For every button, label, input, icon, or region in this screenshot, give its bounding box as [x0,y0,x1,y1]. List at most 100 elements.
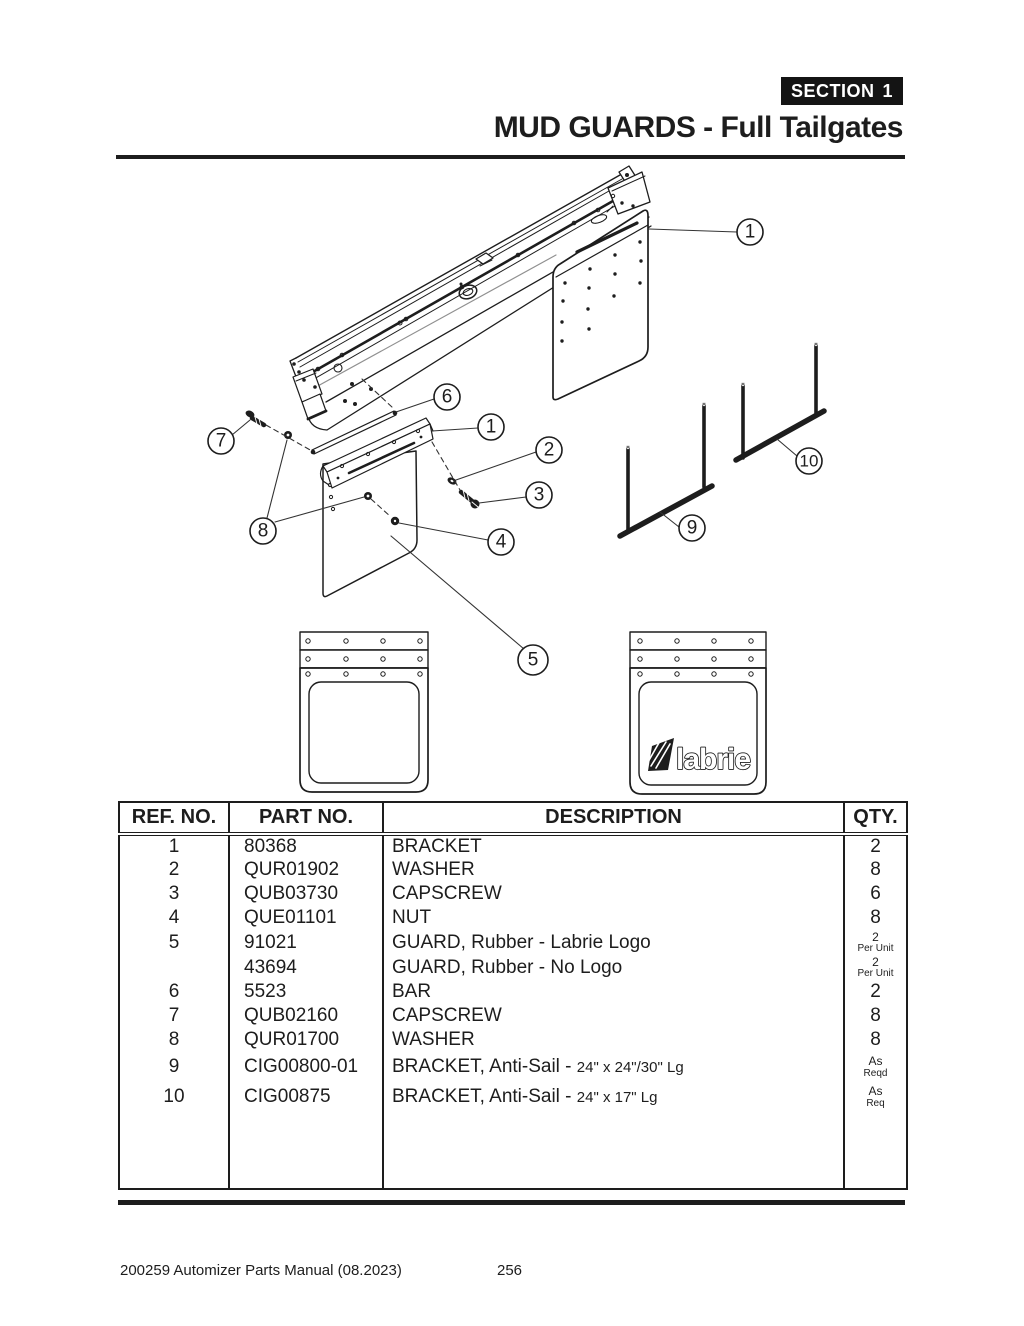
ref-cell: 5 [118,930,230,955]
desc-cell: CAPSCREW [382,1004,845,1028]
table-row: 9 CIG00800-01 BRACKET, Anti-Sail - 24" x… [118,1052,908,1082]
qty-value: As [868,1054,883,1069]
bottom-rule [118,1200,905,1205]
empty-cell [118,1112,230,1189]
ref-cell: 1 [118,834,230,858]
part-cell: QUB02160 [228,1004,384,1028]
washer-8a-drawing [284,431,292,439]
svg-text:1: 1 [486,417,497,438]
parts-diagram: labrie 1 6 [207,165,827,795]
svg-text:2: 2 [544,440,555,461]
table-row: 10 CIG00875 BRACKET, Anti-Sail - 24" x 1… [118,1082,908,1112]
qty-cell: 8 [843,906,908,930]
exploded-mudflap-assembly [245,378,480,598]
desc-cell: BAR [382,980,845,1004]
tailgate-corner-bracket [607,165,651,215]
installed-mudflap-drawing [552,209,649,401]
mudflap-front-plain [299,631,429,793]
callouts: 1 6 1 7 2 3 8 [207,218,823,676]
part-cell: QUE01101 [228,906,384,930]
svg-text:5: 5 [528,650,539,671]
qty-cell: As Req [843,1082,908,1112]
table-row: 1 80368 BRACKET 2 [118,834,908,858]
callout-2: 2 [535,436,563,464]
installed-flap-bolts [560,240,643,343]
washer-2-drawing [447,477,457,485]
svg-text:9: 9 [687,518,698,539]
table-row: 6 5523 BAR 2 [118,980,908,1004]
part-cell: QUB03730 [228,882,384,906]
part-cell: CIG00875 [228,1082,384,1112]
part-cell: 91021 [228,930,384,955]
panel-hole [333,363,343,373]
header-part-no: PART NO. [228,802,384,836]
qty-cell: 2 Per Unit [843,930,908,955]
assembly-axis-lines [265,378,461,518]
callout-1: 1 [477,413,505,441]
rubber-guard-drawing [322,450,418,598]
header-description: DESCRIPTION [382,802,845,836]
ref-cell: 8 [118,1028,230,1052]
part-cell: QUR01700 [228,1028,384,1052]
qty-unit: Per Unit [857,943,894,955]
desc-cell: GUARD, Rubber - Labrie Logo [382,930,845,955]
desc-cell: NUT [382,906,845,930]
desc-size: 24" x 24"/30" Lg [576,1059,684,1077]
svg-text:8: 8 [258,521,269,542]
section-number: 1 [882,80,893,101]
callout-10: 10 [795,447,823,475]
table-row: 7 QUB02160 CAPSCREW 8 [118,1004,908,1028]
table-row: 5 91021 GUARD, Rubber - Labrie Logo 2 Pe… [118,930,908,955]
footer-manual-info: 200259 Automizer Parts Manual (08.2023) [120,1262,402,1279]
tailgate-frame-drawing [289,165,652,431]
qty-cell: 8 [843,1028,908,1052]
ref-cell: 7 [118,1004,230,1028]
callout-6: 6 [433,383,461,411]
bar-drawing [310,410,398,455]
qty-cell: 8 [843,1004,908,1028]
callout-7: 7 [207,427,235,455]
washer-8b-drawing [364,492,372,500]
qty-cell: As Reqd [843,1052,908,1082]
part-cell: 80368 [228,834,384,858]
qty-unit: Per Unit [857,968,894,980]
desc-cell: WASHER [382,858,845,882]
callout-9: 9 [678,514,706,542]
lift-ring [458,284,478,300]
qty-cell: 8 [843,858,908,882]
ref-cell: 9 [118,1052,230,1082]
title-rule [116,155,905,159]
callout-3: 3 [525,481,553,509]
ref-cell: 2 [118,858,230,882]
callout-4: 4 [487,528,515,556]
table-row: 2 QUR01902 WASHER 8 [118,858,908,882]
empty-cell [382,1112,845,1189]
anti-sail-bracket-9-drawing [617,401,715,539]
page-title: MUD GUARDS - Full Tailgates [493,111,904,144]
desc-cell: BRACKET [382,834,845,858]
svg-text:6: 6 [442,387,453,408]
qty-value: 2 [872,930,879,944]
qty-cell: 2 Per Unit [843,955,908,980]
capscrew-3-drawing [458,489,480,509]
ref-cell: 6 [118,980,230,1004]
labrie-logo: labrie [647,738,752,777]
table-filler-row [118,1112,908,1189]
callout-1-top: 1 [736,218,764,246]
ref-cell: 10 [118,1082,230,1112]
empty-cell [843,1112,908,1189]
section-badge: SECTION 1 [781,77,903,105]
parts-table: REF. NO. PART NO. DESCRIPTION QTY. 1 803… [118,801,908,1190]
section-label: SECTION [791,80,875,101]
svg-text:3: 3 [534,485,545,506]
svg-text:4: 4 [496,532,507,553]
empty-cell [228,1112,384,1189]
qty-unit: Req [866,1097,885,1109]
part-cell: CIG00800-01 [228,1052,384,1082]
capscrew-7-drawing [245,410,267,428]
table-row: 4 QUE01101 NUT 8 [118,906,908,930]
callout-5: 5 [517,644,549,676]
desc-size: 24" x 17" Lg [576,1089,658,1107]
header-qty: QTY. [843,802,908,836]
